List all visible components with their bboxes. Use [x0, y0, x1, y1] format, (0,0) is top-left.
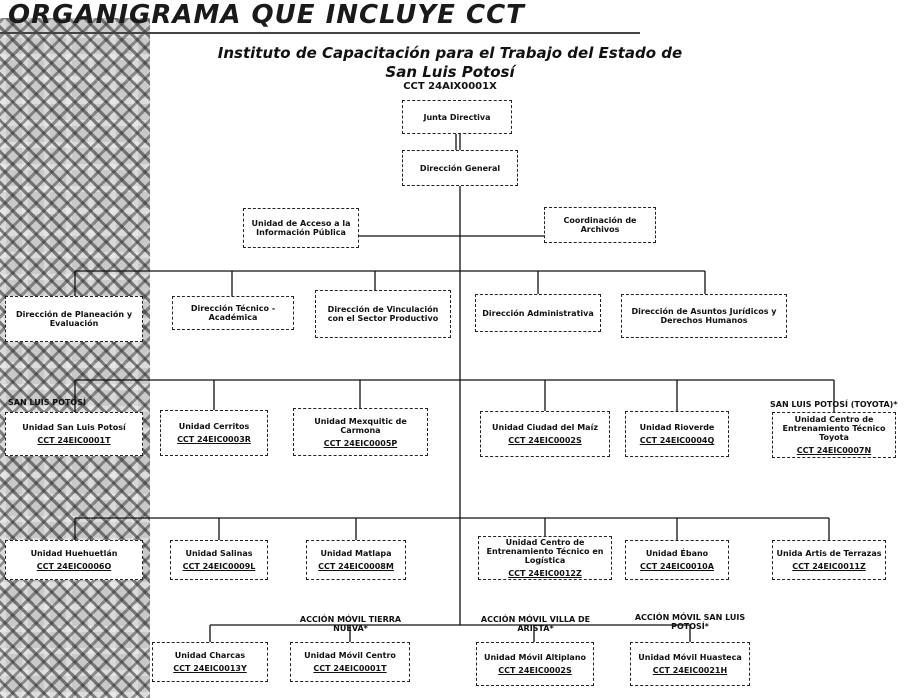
box-label: Coordinación de Archivos [563, 216, 637, 234]
box-unidad-movil-centro: Unidad Móvil Centro CCT 24EIC0001T [290, 642, 410, 682]
box-cct: CCT 24EIC0009L [182, 562, 256, 571]
box-cct: CCT 24EIC0004Q [639, 436, 715, 445]
box-direccion-juridicos: Dirección de Asuntos Jurídicos y Derecho… [621, 294, 787, 338]
box-cct: CCT 24EIC0006O [36, 562, 112, 571]
box-unidad-mexquitic: Unidad Mexquitic de Carmona CCT 24EIC000… [293, 408, 428, 456]
box-unidad-salinas: Unidad Salinas CCT 24EIC0009L [170, 540, 268, 580]
box-cct: CCT 24EIC0002S [508, 436, 582, 445]
institution-cct: CCT 24AIX0001X [403, 81, 497, 92]
box-cct: CCT 24EIC0001T [37, 436, 111, 445]
box-unidad-acceso: Unidad de Acceso a la Información Públic… [243, 208, 359, 248]
box-cct: CCT 24EIC0010A [640, 562, 714, 571]
box-unidad-cerritos: Unidad Cerritos CCT 24EIC0003R [160, 410, 268, 456]
box-label: Unidad Salinas [185, 549, 253, 558]
box-label: Unidad Cerritos [178, 422, 250, 431]
box-label: Unidad Móvil Centro [304, 651, 396, 660]
title-underline [0, 32, 640, 34]
box-unidad-movil-altiplano: Unidad Móvil Altiplano CCT 24EIC0002S [476, 642, 594, 686]
box-label: Dirección de Planeación y Evaluación [15, 310, 133, 328]
box-cct: CCT 24EIC0021H [652, 666, 728, 675]
box-label: Unidad de Acceso a la Información Públic… [251, 219, 351, 237]
box-direccion-administrativa: Dirección Administrativa [475, 294, 601, 332]
box-label: Unidad Huehuetlán [30, 549, 118, 558]
box-junta-directiva: Junta Directiva [402, 100, 512, 134]
box-unidad-rioverde: Unidad Rioverde CCT 24EIC0004Q [625, 411, 729, 457]
box-unidad-slp: Unidad San Luis Potosí CCT 24EIC0001T [5, 412, 143, 456]
box-label: Unidad Mexquitic de Carmona [314, 416, 407, 435]
box-cct: CCT 24EIC0011Z [792, 562, 866, 571]
box-direccion-tecnico: Dirección Técnico - Académica [172, 296, 294, 330]
label-san-luis-potosi: SAN LUIS POTOSÍ [8, 398, 86, 407]
box-label: Unidad Matlapa [320, 549, 392, 558]
box-label: Unida Artis de Terrazas [776, 549, 882, 558]
box-unidad-artis-terrazas: Unida Artis de Terrazas CCT 24EIC0011Z [772, 540, 886, 580]
box-label: Dirección Técnico - Académica [190, 304, 276, 322]
box-unidad-matlapa: Unidad Matlapa CCT 24EIC0008M [306, 540, 406, 580]
box-coordinacion-archivos: Coordinación de Archivos [544, 207, 656, 243]
box-unidad-logistica: Unidad Centro de Entrenamiento Técnico e… [478, 536, 612, 580]
box-label: Unidad Móvil Altiplano [483, 653, 587, 662]
box-label: Dirección de Vinculación con el Sector P… [327, 305, 439, 323]
box-cct: CCT 24EIC0003R [177, 435, 251, 444]
label-accion-tierra-nueva: ACCIÓN MÓVIL TIERRA NUEVA* [299, 615, 402, 633]
box-direccion-planeacion: Dirección de Planeación y Evaluación [5, 296, 143, 342]
box-cct: CCT 24EIC0002S [498, 666, 572, 675]
box-label: Unidad Ébano [645, 549, 709, 558]
box-unidad-charcas: Unidad Charcas CCT 24EIC0013Y [152, 642, 268, 682]
box-label: Dirección Administrativa [482, 308, 594, 318]
label-accion-villa-arista: ACCIÓN MÓVIL VILLA DE ARISTA* [480, 615, 591, 633]
box-cct: CCT 24EIC0005P [323, 438, 398, 448]
box-unidad-movil-huasteca: Unidad Móvil Huasteca CCT 24EIC0021H [630, 642, 750, 686]
box-label: Unidad San Luis Potosí [22, 423, 126, 432]
box-label: Unidad Centro de Entrenamiento Técnico e… [486, 538, 604, 565]
page-title: ORGANIGRAMA QUE INCLUYE CCT [8, 0, 525, 30]
box-unidad-ciudad-maiz: Unidad Ciudad del Maíz CCT 24EIC0002S [480, 411, 610, 457]
box-unidad-huehuetlan: Unidad Huehuetlán CCT 24EIC0006O [5, 540, 143, 580]
box-direccion-vinculacion: Dirección de Vinculación con el Sector P… [315, 290, 451, 338]
box-cct: CCT 24EIC0008M [318, 562, 394, 571]
box-cct: CCT 24EIC0001T [313, 664, 387, 673]
box-label: Unidad Ciudad del Maíz [492, 423, 598, 432]
box-unidad-ebano: Unidad Ébano CCT 24EIC0010A [625, 540, 729, 580]
label-accion-slp: ACCIÓN MÓVIL SAN LUIS POTOSÍ* [634, 613, 746, 631]
box-label: Unidad Centro de Entrenamiento Técnico T… [782, 415, 886, 442]
box-unidad-toyota: Unidad Centro de Entrenamiento Técnico T… [772, 412, 896, 458]
box-cct: CCT 24EIC0012Z [508, 569, 582, 578]
box-label: Unidad Charcas [174, 651, 246, 660]
box-direccion-general: Dirección General [402, 150, 518, 186]
box-label: Unidad Móvil Huasteca [638, 653, 742, 662]
institution-name: Instituto de Capacitación para el Trabaj… [217, 44, 683, 81]
box-label: Dirección General [419, 163, 501, 173]
box-label: Junta Directiva [423, 112, 491, 122]
box-label: Unidad Rioverde [639, 423, 715, 432]
box-cct: CCT 24EIC0007N [796, 446, 872, 455]
box-cct: CCT 24EIC0013Y [173, 664, 247, 673]
label-san-luis-potosi-toyota: SAN LUIS POTOSÍ (TOYOTA)* [770, 400, 898, 409]
box-label: Dirección de Asuntos Jurídicos y Derecho… [631, 307, 777, 325]
decorative-pattern [0, 18, 150, 698]
